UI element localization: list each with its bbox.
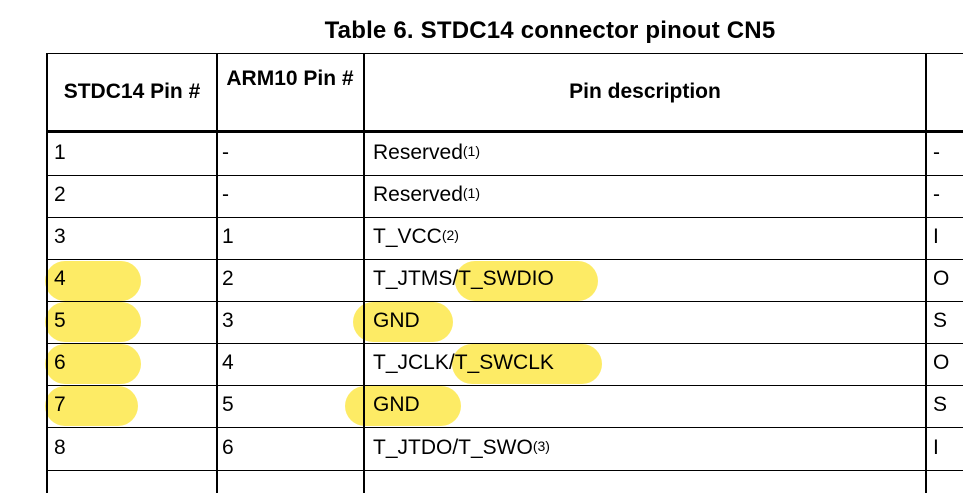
col-border — [46, 53, 48, 493]
highlight-pin5 — [45, 302, 141, 342]
cell-arm10-pin: 3 — [222, 309, 234, 332]
row-border — [47, 427, 963, 428]
cell-pin-description: Reserved(1) — [373, 183, 480, 207]
header-separator — [47, 130, 963, 133]
pin-description-text: T_VCC — [373, 225, 442, 248]
cell-direction: O — [933, 267, 950, 290]
highlight-swdio — [455, 261, 598, 301]
row-border — [47, 175, 963, 176]
pin-description-text: T_JTMS/T_SWDIO — [373, 267, 554, 290]
cell-pin-description: GND — [373, 309, 420, 333]
cell-arm10-pin: - — [222, 183, 229, 206]
highlight-pin4 — [45, 261, 141, 301]
cell-direction: S — [933, 393, 948, 416]
cell-pin-description: T_JTDO/T_SWO(3) — [373, 436, 550, 460]
pin-description-text: GND — [373, 393, 420, 416]
pin-description-text: Reserved — [373, 183, 463, 206]
row-border — [47, 343, 963, 344]
cell-pin-description: Reserved(1) — [373, 141, 480, 165]
table-top-border — [47, 53, 963, 54]
cell-pin-description: T_JCLK/T_SWCLK — [373, 351, 554, 375]
cell-arm10-pin: - — [222, 141, 229, 164]
header-arm10-pin: ARM10 Pin # — [226, 67, 354, 90]
row-border — [47, 217, 963, 218]
pin-description-text: Reserved — [373, 141, 463, 164]
highlight-pin6 — [45, 344, 141, 384]
table-title-wrap: Table 6. STDC14 connector pinout CN5 — [0, 0, 963, 50]
pin-description-text: T_JTDO/T_SWO — [373, 436, 533, 459]
cell-direction: - — [933, 183, 940, 206]
cell-stdc14-pin: 6 — [54, 351, 66, 374]
cell-arm10-pin: 1 — [222, 225, 234, 248]
highlight-gnd5 — [353, 302, 453, 342]
cell-direction: I — [933, 225, 939, 248]
row-border — [47, 470, 963, 471]
cell-arm10-pin: 4 — [222, 351, 234, 374]
cell-arm10-pin: 2 — [222, 267, 234, 290]
cell-stdc14-pin: 1 — [54, 141, 66, 164]
col-border — [216, 53, 218, 493]
cell-arm10-pin: 6 — [222, 436, 234, 459]
pin-description-text: GND — [373, 309, 420, 332]
footnote-ref: (2) — [441, 227, 459, 243]
cell-direction: I — [933, 436, 939, 459]
header-stdc14-pin: STDC14 Pin # — [63, 80, 201, 103]
pin-description-text: T_JCLK/T_SWCLK — [373, 351, 554, 374]
col-border — [925, 53, 927, 493]
cell-arm10-pin: 5 — [222, 393, 234, 416]
cell-stdc14-pin: 7 — [54, 393, 66, 416]
highlight-swclk — [452, 344, 602, 384]
footnote-ref: (1) — [462, 185, 481, 201]
footnote-ref: (1) — [462, 143, 481, 159]
cell-pin-description: GND — [373, 393, 420, 417]
table-title: Table 6. STDC14 connector pinout CN5 — [324, 17, 776, 44]
cell-direction: O — [933, 351, 950, 374]
row-border — [47, 301, 963, 302]
cell-pin-description: T_VCC(2) — [373, 225, 459, 249]
footnote-ref: (3) — [532, 438, 550, 454]
cell-direction: S — [933, 309, 948, 332]
cell-stdc14-pin: 5 — [54, 309, 66, 332]
row-border — [47, 385, 963, 386]
col-border — [363, 53, 365, 493]
cell-direction: - — [933, 141, 940, 164]
header-pin-description: Pin description — [569, 80, 721, 103]
row-border — [47, 259, 963, 260]
cell-stdc14-pin: 2 — [54, 183, 66, 206]
cell-stdc14-pin: 3 — [54, 225, 66, 248]
cell-stdc14-pin: 8 — [54, 436, 66, 459]
cell-stdc14-pin: 4 — [54, 267, 66, 290]
highlight-pin7 — [45, 386, 138, 426]
cell-pin-description: T_JTMS/T_SWDIO — [373, 267, 554, 291]
